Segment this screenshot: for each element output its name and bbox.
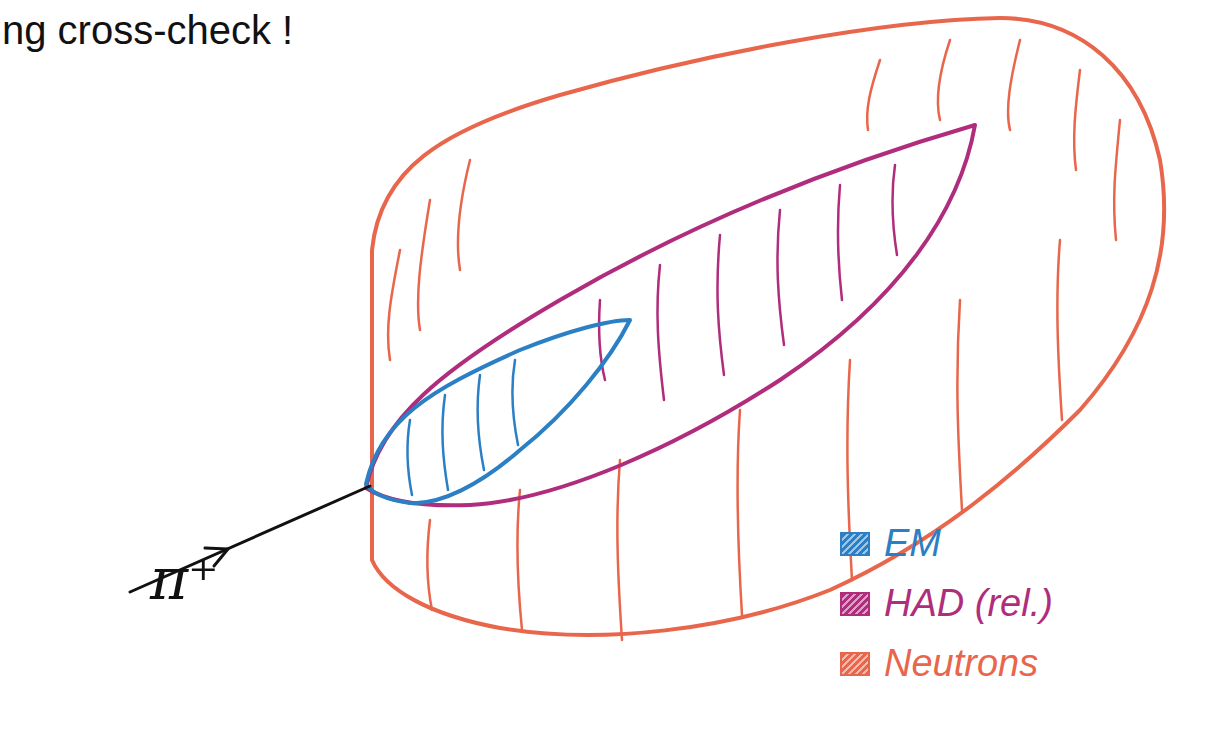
slide-title: ng cross-check ! [2, 8, 293, 53]
legend-label: EM [884, 522, 941, 565]
legend-entry: EM [840, 522, 941, 565]
legend-swatch [840, 532, 870, 556]
em-hatching [407, 360, 518, 495]
em-region [366, 320, 630, 503]
particle-label: π⁺ [150, 545, 219, 613]
legend-swatch [840, 592, 870, 616]
legend-label: HAD (rel.) [884, 582, 1053, 625]
legend-swatch [840, 652, 870, 676]
legend-entry: HAD (rel.) [840, 582, 1053, 625]
legend-label: Neutrons [884, 642, 1038, 685]
hadronic-region [366, 125, 975, 505]
neutron-region [372, 18, 1164, 635]
legend-entry: Neutrons [840, 642, 1038, 685]
hadronic-hatching [599, 165, 897, 400]
